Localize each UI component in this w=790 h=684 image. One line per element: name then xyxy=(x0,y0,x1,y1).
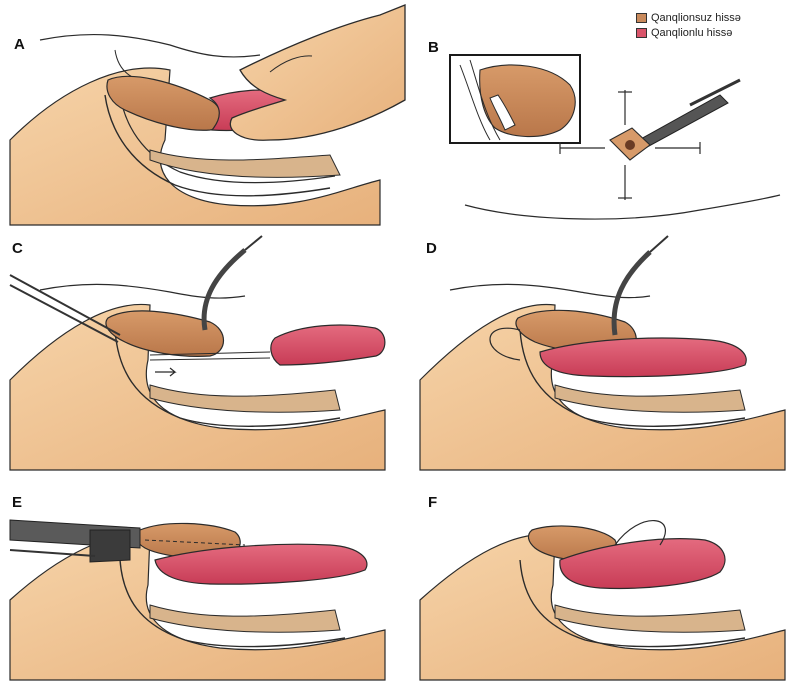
panel-e xyxy=(10,520,385,680)
panel-label-d: D xyxy=(426,240,437,257)
legend: Qanqlionsuz hissə Qanqlionlu hissə xyxy=(636,10,741,40)
panel-f xyxy=(420,521,785,680)
legend-item-ganglionic: Qanqlionlu hissə xyxy=(636,25,741,40)
panel-c xyxy=(10,236,385,470)
panel-a xyxy=(10,5,405,225)
panel-label-f: F xyxy=(428,494,437,511)
legend-label-1: Qanqlionsuz hissə xyxy=(651,11,741,25)
panel-b xyxy=(450,55,780,219)
panel-label-e: E xyxy=(12,494,22,511)
panel-label-a: A xyxy=(14,36,25,53)
legend-label-2: Qanqlionlu hissə xyxy=(651,26,732,40)
panel-label-b: B xyxy=(428,39,439,56)
legend-swatch-red xyxy=(636,28,647,38)
legend-item-aganglionless: Qanqlionsuz hissə xyxy=(636,10,741,25)
panel-d xyxy=(420,236,785,470)
panel-label-c: C xyxy=(12,240,23,257)
legend-swatch-brown xyxy=(636,13,647,23)
